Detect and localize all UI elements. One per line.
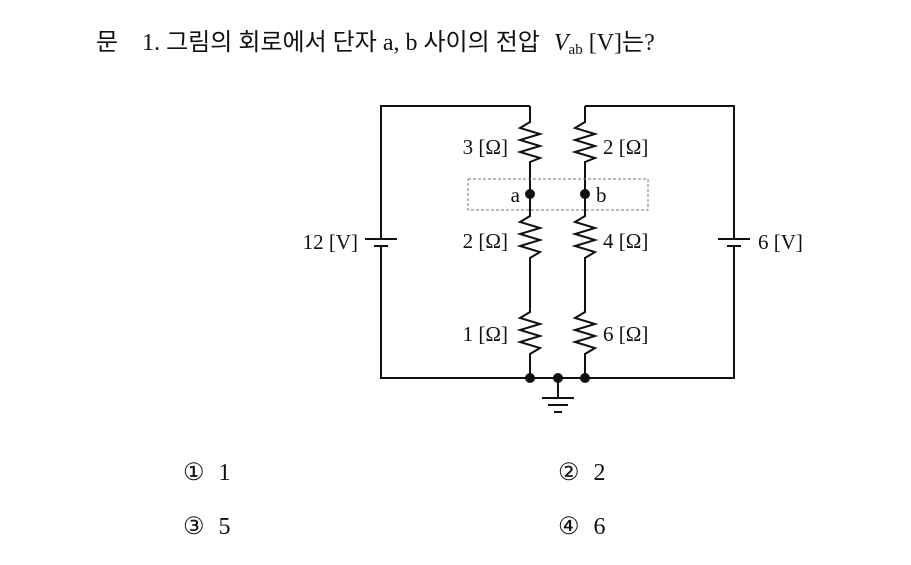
choice-2-mark: ②	[558, 460, 580, 486]
question-number: 1.	[142, 30, 161, 56]
node-a-label: a	[511, 183, 521, 207]
terminal-dashed-box	[467, 178, 649, 211]
node-b-dot	[580, 189, 590, 199]
resistor-right-top	[571, 106, 599, 194]
choice-1-value: 1	[218, 460, 231, 486]
right-resistor-2-label: 4 [Ω]	[603, 229, 648, 253]
bottom-node-left	[525, 373, 535, 383]
question-text: 문 1. 그림의 회로에서 단자 a, b 사이의 전압 Vab [V]는?	[96, 22, 655, 59]
node-a-dot	[525, 189, 535, 199]
bottom-node-ground	[553, 373, 563, 383]
choice-3-value: 5	[218, 514, 231, 540]
left-resistor-1-label: 3 [Ω]	[463, 135, 508, 159]
question-label: 문	[96, 30, 119, 56]
right-top-wire	[585, 105, 735, 239]
choice-4-value: 6	[593, 514, 606, 540]
node-b-label: b	[596, 183, 607, 207]
voltage-subscript: ab	[568, 42, 583, 58]
right-resistor-1-label: 2 [Ω]	[603, 135, 648, 159]
voltage-symbol: V	[553, 30, 569, 56]
right-resistor-3-label: 6 [Ω]	[603, 322, 648, 346]
right-source-label: 6 [V]	[758, 230, 803, 254]
resistor-right-bottom	[571, 308, 599, 378]
left-top-wire	[380, 105, 530, 239]
left-source-label: 12 [V]	[303, 230, 358, 254]
choice-1-mark: ①	[183, 460, 205, 486]
bottom-node-right	[580, 373, 590, 383]
choice-2-value: 2	[593, 460, 606, 486]
resistor-right-middle	[571, 194, 599, 308]
left-resistor-2-label: 2 [Ω]	[463, 229, 508, 253]
resistor-left-middle	[516, 194, 544, 308]
right-bottom-wire	[585, 246, 735, 379]
resistor-left-top	[516, 106, 544, 194]
question-body: 그림의 회로에서 단자 a, b 사이의 전압	[166, 30, 540, 56]
choice-3-mark: ③	[183, 514, 205, 540]
resistor-left-bottom	[516, 308, 544, 378]
left-bottom-wire	[380, 246, 530, 379]
left-resistor-3-label: 1 [Ω]	[463, 322, 508, 346]
question-suffix: [V]는?	[588, 30, 655, 56]
choice-4-mark: ④	[558, 514, 580, 540]
